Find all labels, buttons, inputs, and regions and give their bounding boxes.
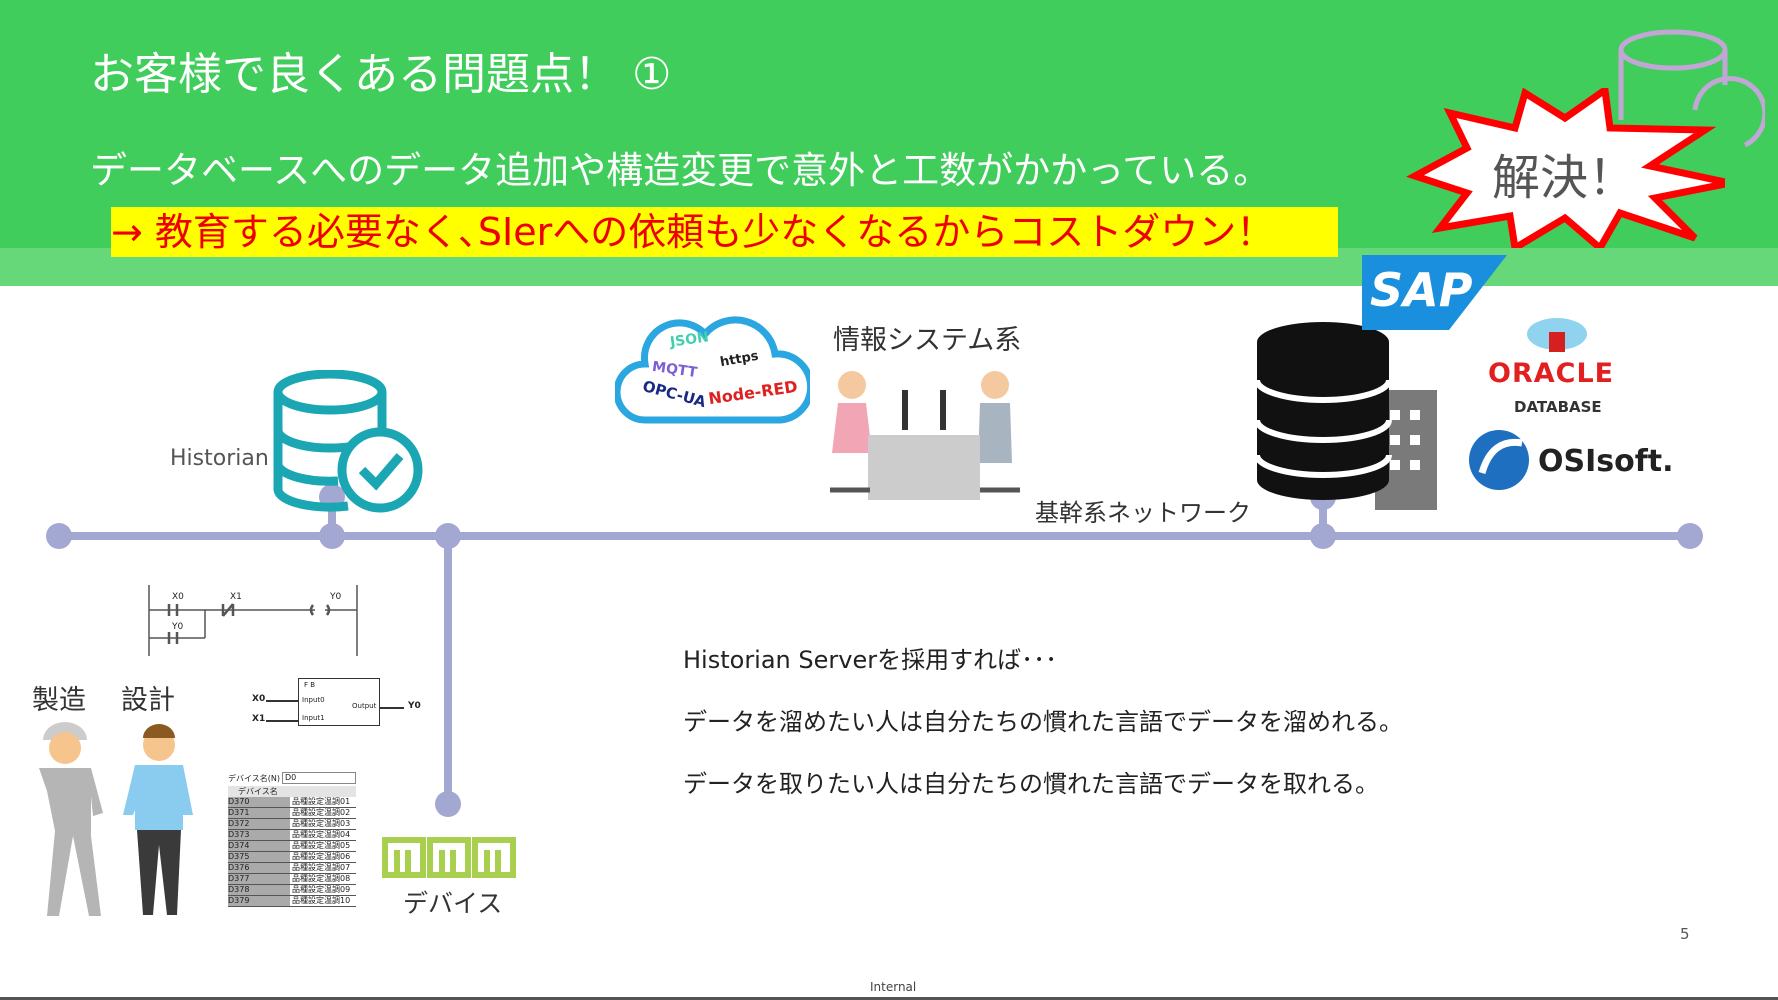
fb-y0: Y0 xyxy=(408,701,421,711)
body-line-3: データを取りたい人は自分たちの慣れた言語でデータを取れる。 xyxy=(683,770,1379,798)
bus-node xyxy=(1310,523,1336,549)
comment-cell: 品種設定温調04 xyxy=(292,830,351,839)
historian-label: Historian xyxy=(170,446,269,471)
fb-title: F B xyxy=(304,681,316,689)
comment-cell: 品種設定温調08 xyxy=(292,874,351,883)
fb-wire xyxy=(266,720,298,722)
slide-subtitle: データベースへのデータ追加や構造変更で意外と工数がかかっている。 xyxy=(90,149,1271,192)
osisoft-logo: OSIsoft. xyxy=(1538,444,1674,479)
device-cell: D372 xyxy=(228,819,290,829)
fb-x0: X0 xyxy=(252,694,266,704)
device-branch-line xyxy=(444,536,452,804)
comment-cell: 品種設定温調02 xyxy=(292,808,351,817)
device-cell: D378 xyxy=(228,885,290,895)
comment-cell: 品種設定温調09 xyxy=(292,885,351,894)
device-cell: D376 xyxy=(228,863,290,873)
bus-node xyxy=(435,523,461,549)
historian-branch-line xyxy=(328,497,336,537)
oracle-database-label: DATABASE xyxy=(1514,398,1602,416)
bus-node xyxy=(46,523,72,549)
fb-x1: X1 xyxy=(252,714,266,724)
fb-input1: Input1 xyxy=(302,714,325,722)
slide-title: お客様で良くある問題点！ ① xyxy=(90,49,672,100)
database-sync-icon xyxy=(1618,29,1765,148)
highlight-banner: → 教育する必要なく､SIerへの依頼も少なくなるからコストダウン！ xyxy=(111,207,1338,257)
device-cell: D375 xyxy=(228,852,290,862)
body-line-2: データを溜めたい人は自分たちの慣れた言語でデータを溜めれる。 xyxy=(683,708,1403,736)
info-system-label: 情報システム系 xyxy=(833,325,1022,356)
core-database-icon xyxy=(1255,322,1437,510)
comment-cell: 品種設定温調10 xyxy=(292,896,351,905)
device-name-select[interactable]: D0 xyxy=(282,772,356,784)
device-name-label: デバイス名(N) xyxy=(228,773,280,783)
design-label: 設計 xyxy=(121,685,175,716)
osisoft-emblem-icon xyxy=(1469,430,1529,490)
starburst-badge xyxy=(1406,88,1725,248)
fb-output: Output xyxy=(352,702,377,710)
device-cell: D371 xyxy=(228,808,290,818)
manufacturing-label: 製造 xyxy=(32,685,86,716)
bus-node xyxy=(1677,523,1703,549)
ladder-diagram xyxy=(148,585,358,656)
comment-cell: 品種設定温調06 xyxy=(292,852,351,861)
oracle-cloud-icon xyxy=(1527,318,1587,352)
ladder-x1: X1 xyxy=(230,592,242,602)
historian-database-icon xyxy=(273,370,423,513)
page-number: 5 xyxy=(1680,925,1690,943)
classification-label: Internal xyxy=(870,980,917,994)
ladder-y0-contact: Y0 xyxy=(172,622,184,632)
oracle-logo: ORACLE xyxy=(1488,358,1615,389)
body-line-1: Historian Serverを採用すれば･･･ xyxy=(683,646,1058,674)
device-cell: D379 xyxy=(228,896,290,906)
comment-cell: 品種設定温調05 xyxy=(292,841,351,850)
ladder-y0: Y0 xyxy=(330,592,342,602)
sap-logo: SAP xyxy=(1362,255,1507,330)
device-label: デバイス xyxy=(403,889,503,918)
device-table-header: デバイス名 xyxy=(228,786,356,797)
network-bus-line xyxy=(59,532,1690,540)
burst-text: 解決！ xyxy=(1492,150,1637,206)
fb-wire xyxy=(266,700,298,702)
device-cell: D377 xyxy=(228,874,290,884)
core-network-label: 基幹系ネットワーク xyxy=(1035,499,1251,527)
ladder-x0: X0 xyxy=(172,592,184,602)
device-cell: D373 xyxy=(228,830,290,840)
comment-cell: 品種設定温調03 xyxy=(292,819,351,828)
bus-node xyxy=(435,791,461,817)
device-modules-icon xyxy=(382,837,516,878)
protocol-cloud-icon xyxy=(615,316,810,424)
database-branch-line xyxy=(1319,497,1327,537)
bus-node xyxy=(319,523,345,549)
device-cell: D370 xyxy=(228,797,290,807)
office-workers-illustration xyxy=(830,371,1020,500)
function-block: F B Input0 Input1 Output xyxy=(298,678,380,726)
comment-cell: 品種設定温調07 xyxy=(292,863,351,872)
comment-cell: 品種設定温調01 xyxy=(292,797,351,806)
device-cell: D374 xyxy=(228,841,290,851)
fb-wire xyxy=(380,707,404,709)
workers-illustration xyxy=(39,722,193,916)
footer-line xyxy=(0,997,1778,1000)
fb-input0: Input0 xyxy=(302,696,325,704)
